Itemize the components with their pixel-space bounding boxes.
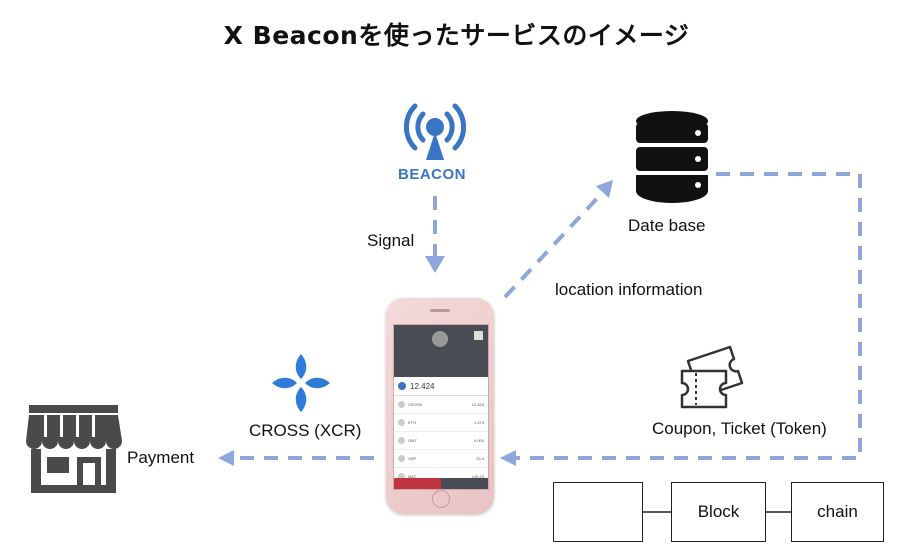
list-item: ETH 1.473 — [394, 414, 488, 432]
coin-value: 33.4 — [476, 456, 484, 461]
wallet-footer — [394, 478, 488, 489]
token-arrowhead — [500, 450, 516, 466]
wallet-screen: 12.424 CROSS 12.424 ETH 1.473 OMT 0.000 XRP… — [393, 324, 489, 490]
chain-block-block: Block — [671, 482, 766, 542]
list-item: CROSS 12.424 — [394, 396, 488, 414]
list-item: XRP 33.4 — [394, 450, 488, 468]
wallet-header — [394, 325, 488, 377]
smartphone-icon: 12.424 CROSS 12.424 ETH 1.473 OMT 0.000 XRP… — [386, 298, 494, 514]
token-arrow-line — [516, 172, 862, 460]
beacon-label: BEACON — [398, 166, 467, 183]
cross-label: CROSS (XCR) — [249, 421, 362, 440]
signal-arrowhead — [425, 256, 445, 273]
coin-name: OMT — [408, 438, 417, 443]
ticket-icon — [680, 345, 744, 409]
signal-label: Signal — [367, 231, 415, 250]
coin-value: 12.424 — [471, 402, 484, 407]
send-button — [394, 478, 441, 489]
wallet-balance-value: 12.424 — [410, 381, 435, 391]
location-arrowhead — [596, 180, 613, 198]
database-label: Date base — [628, 216, 706, 235]
coin-value: 145.23 — [471, 474, 484, 479]
beacon-icon — [403, 103, 467, 160]
chain-block-empty — [553, 482, 643, 542]
coin-name: MAT — [408, 474, 417, 479]
chain-block-chain: chain — [791, 482, 884, 542]
coin-value: 1.473 — [473, 420, 484, 425]
list-item: OMT 0.000 — [394, 432, 488, 450]
store-icon — [26, 405, 122, 493]
receive-button — [441, 478, 488, 489]
page-title: X Beaconを使ったサービスのイメージ — [223, 21, 690, 50]
location-label: location information — [555, 280, 703, 299]
database-icon — [636, 111, 708, 203]
coin-name: ETH — [408, 420, 416, 425]
cross-logo-icon — [272, 354, 330, 412]
coupon-label: Coupon, Ticket (Token) — [652, 419, 827, 438]
coin-name: XRP — [408, 456, 417, 461]
coin-name: CROSS — [408, 402, 423, 407]
wallet-balance: 12.424 — [394, 377, 488, 396]
payment-label: Payment — [127, 448, 195, 467]
payment-arrowhead — [218, 450, 234, 466]
coin-value: 0.000 — [473, 438, 484, 443]
